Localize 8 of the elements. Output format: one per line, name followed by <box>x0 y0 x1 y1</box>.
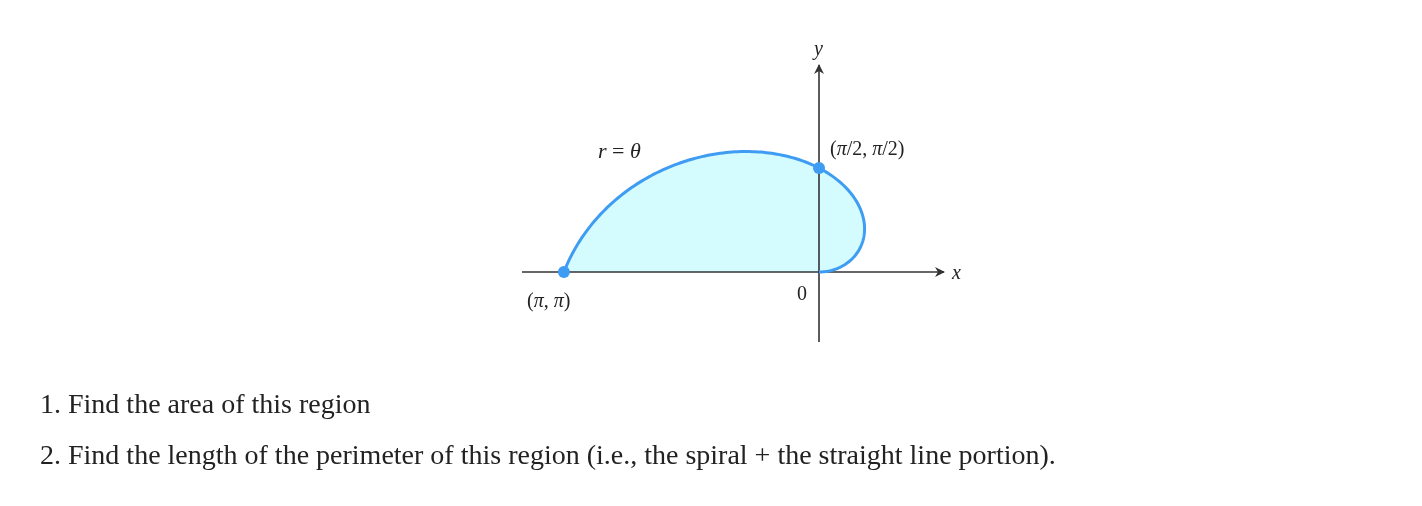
point-label: (π, π) <box>527 290 571 310</box>
axis-label: x <box>952 262 961 282</box>
origin-label: 0 <box>797 283 807 303</box>
question-text: 1. Find the area of this region <box>40 390 371 418</box>
curve-label: r = θ <box>598 140 641 162</box>
point-label: (π/2, π/2) <box>830 138 905 158</box>
axis-label: y <box>814 38 823 58</box>
question-text: 2. Find the length of the perimeter of this region (i.e., the spiral + the straight line portion). <box>40 441 1056 469</box>
